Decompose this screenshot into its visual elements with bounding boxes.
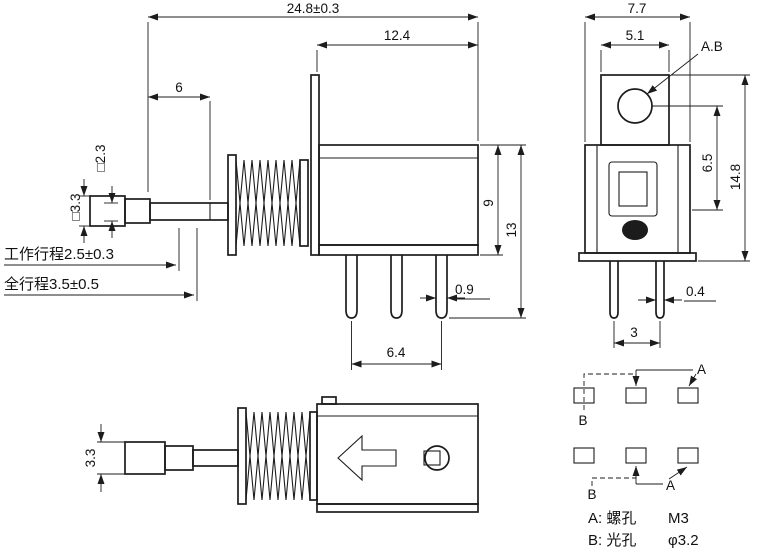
plunger-shaft bbox=[164, 445, 194, 471]
spring-coil bbox=[245, 411, 311, 501]
dim-plunger-square: □3.3 bbox=[68, 179, 90, 243]
cam-slot bbox=[423, 450, 441, 466]
dim-tab-width: 5.1 bbox=[600, 28, 670, 72]
dim-body-height: 9 bbox=[480, 144, 526, 256]
dim-total-height: 13 bbox=[449, 145, 526, 319]
spring-flange bbox=[237, 407, 247, 505]
pcb-pad bbox=[625, 387, 647, 404]
terminal-pin bbox=[435, 255, 448, 319]
pcb-pad bbox=[625, 447, 647, 464]
pcb-row1-callouts: B A bbox=[578, 362, 706, 428]
working-travel-label: 工作行程2.5±0.3 bbox=[4, 246, 114, 263]
dim-total-length: 24.8±0.3 bbox=[147, 1, 479, 192]
dim-full-travel: 全行程3.5±0.5 bbox=[4, 228, 198, 301]
dim-front-height-label: 14.8 bbox=[728, 164, 743, 190]
plunger-tip bbox=[124, 441, 166, 475]
body-base bbox=[316, 503, 479, 513]
mounting-hole bbox=[617, 88, 653, 124]
legend-b-value: φ3.2 bbox=[668, 532, 699, 549]
dim-working-travel: 工作行程2.5±0.3 bbox=[4, 228, 180, 271]
dim-pin-pitch-label: 3 bbox=[630, 325, 638, 340]
spring-washer bbox=[299, 159, 309, 247]
mounting-bracket bbox=[310, 74, 320, 256]
button-front bbox=[608, 161, 658, 217]
legend-a-value: M3 bbox=[668, 510, 689, 527]
dim-rod-square: □2.3 bbox=[93, 145, 118, 238]
side-view: 24.8±0.3 12.4 6 □2.3 □3.3 bbox=[4, 1, 526, 370]
legend-b-label: B: 光孔 bbox=[588, 532, 636, 549]
dim-pressed-plunger: 3.3 bbox=[83, 424, 125, 492]
pcb-row1-label-b: B bbox=[578, 413, 587, 428]
terminal-pin bbox=[655, 261, 665, 319]
dim-plunger-square-label: □3.3 bbox=[68, 194, 83, 221]
plunger-rod bbox=[192, 449, 239, 467]
dim-total-height-label: 13 bbox=[504, 222, 519, 237]
pcb-hole-pattern: B A B A bbox=[573, 362, 706, 502]
plunger-rod bbox=[149, 202, 229, 221]
dim-body-height-label: 9 bbox=[481, 199, 496, 207]
dim-pin-width-label: 0.9 bbox=[455, 282, 474, 297]
plunger-tip bbox=[89, 195, 126, 227]
spring-coil bbox=[235, 159, 301, 247]
dim-hole-height: 6.5 bbox=[652, 105, 723, 211]
full-travel-label: 全行程3.5±0.5 bbox=[4, 275, 99, 293]
spring-flange bbox=[227, 154, 237, 256]
mounting-tab bbox=[600, 74, 670, 146]
dim-front-width-label: 7.7 bbox=[628, 1, 647, 16]
dim-front-height: 14.8 bbox=[671, 74, 750, 262]
pcb-pad bbox=[573, 387, 595, 404]
cam-pin-hole bbox=[424, 445, 450, 471]
switch-body bbox=[318, 144, 479, 246]
pcb-pad bbox=[677, 387, 699, 404]
spring-washer bbox=[309, 411, 318, 501]
pcb-row2-label-b: B bbox=[587, 487, 596, 502]
hole-callout-label: A.B bbox=[701, 39, 723, 54]
pcb-pad bbox=[573, 447, 595, 464]
dim-front-pin-width: 0.4 bbox=[638, 284, 716, 304]
pcb-row1-label-a: A bbox=[697, 362, 706, 377]
dim-shaft-length-label: 6 bbox=[175, 80, 183, 95]
terminal-pin bbox=[390, 255, 403, 319]
dim-front-width: 7.7 bbox=[584, 1, 691, 142]
switch-body bbox=[316, 403, 479, 505]
dim-shaft-length: 6 bbox=[148, 80, 211, 200]
pcb-row2-callouts: B A bbox=[587, 466, 688, 502]
body-base-front bbox=[578, 252, 697, 262]
legend: A: 螺孔 M3 B: 光孔 φ3.2 bbox=[588, 510, 699, 549]
dim-pin-span: 6.4 bbox=[351, 321, 442, 370]
dim-total-length-label: 24.8±0.3 bbox=[287, 1, 339, 16]
front-view: 7.7 5.1 A.B 6.5 14.8 bbox=[578, 1, 750, 348]
locking-cam bbox=[337, 434, 397, 482]
pressed-side-view: 3.3 bbox=[83, 396, 479, 513]
dim-pin-span-label: 6.4 bbox=[387, 345, 406, 360]
terminal-pin bbox=[609, 261, 619, 319]
dim-pin-pitch: 3 bbox=[613, 321, 661, 348]
pcb-row2-label-a: A bbox=[666, 478, 675, 493]
contact-area bbox=[622, 220, 648, 240]
dim-pressed-plunger-label: 3.3 bbox=[83, 449, 98, 468]
dim-front-pin-width-label: 0.4 bbox=[686, 284, 705, 299]
spring-coil bbox=[245, 411, 311, 501]
dim-tab-width-label: 5.1 bbox=[626, 28, 645, 43]
button-inner bbox=[618, 171, 648, 207]
dim-body-length: 12.4 bbox=[316, 28, 478, 72]
plunger-shaft bbox=[124, 198, 151, 224]
dim-body-length-label: 12.4 bbox=[384, 28, 411, 43]
dim-hole-height-label: 6.5 bbox=[700, 154, 715, 173]
spring-coil bbox=[235, 159, 301, 247]
hole-callout: A.B bbox=[646, 39, 723, 95]
body-tab bbox=[321, 396, 337, 405]
dim-rod-square-label: □2.3 bbox=[93, 145, 108, 172]
legend-a-label: A: 螺孔 bbox=[588, 510, 636, 527]
dim-pin-width: 0.9 bbox=[420, 282, 490, 302]
terminal-pin bbox=[345, 255, 358, 319]
pcb-pad bbox=[677, 447, 699, 464]
body-base bbox=[318, 244, 479, 256]
